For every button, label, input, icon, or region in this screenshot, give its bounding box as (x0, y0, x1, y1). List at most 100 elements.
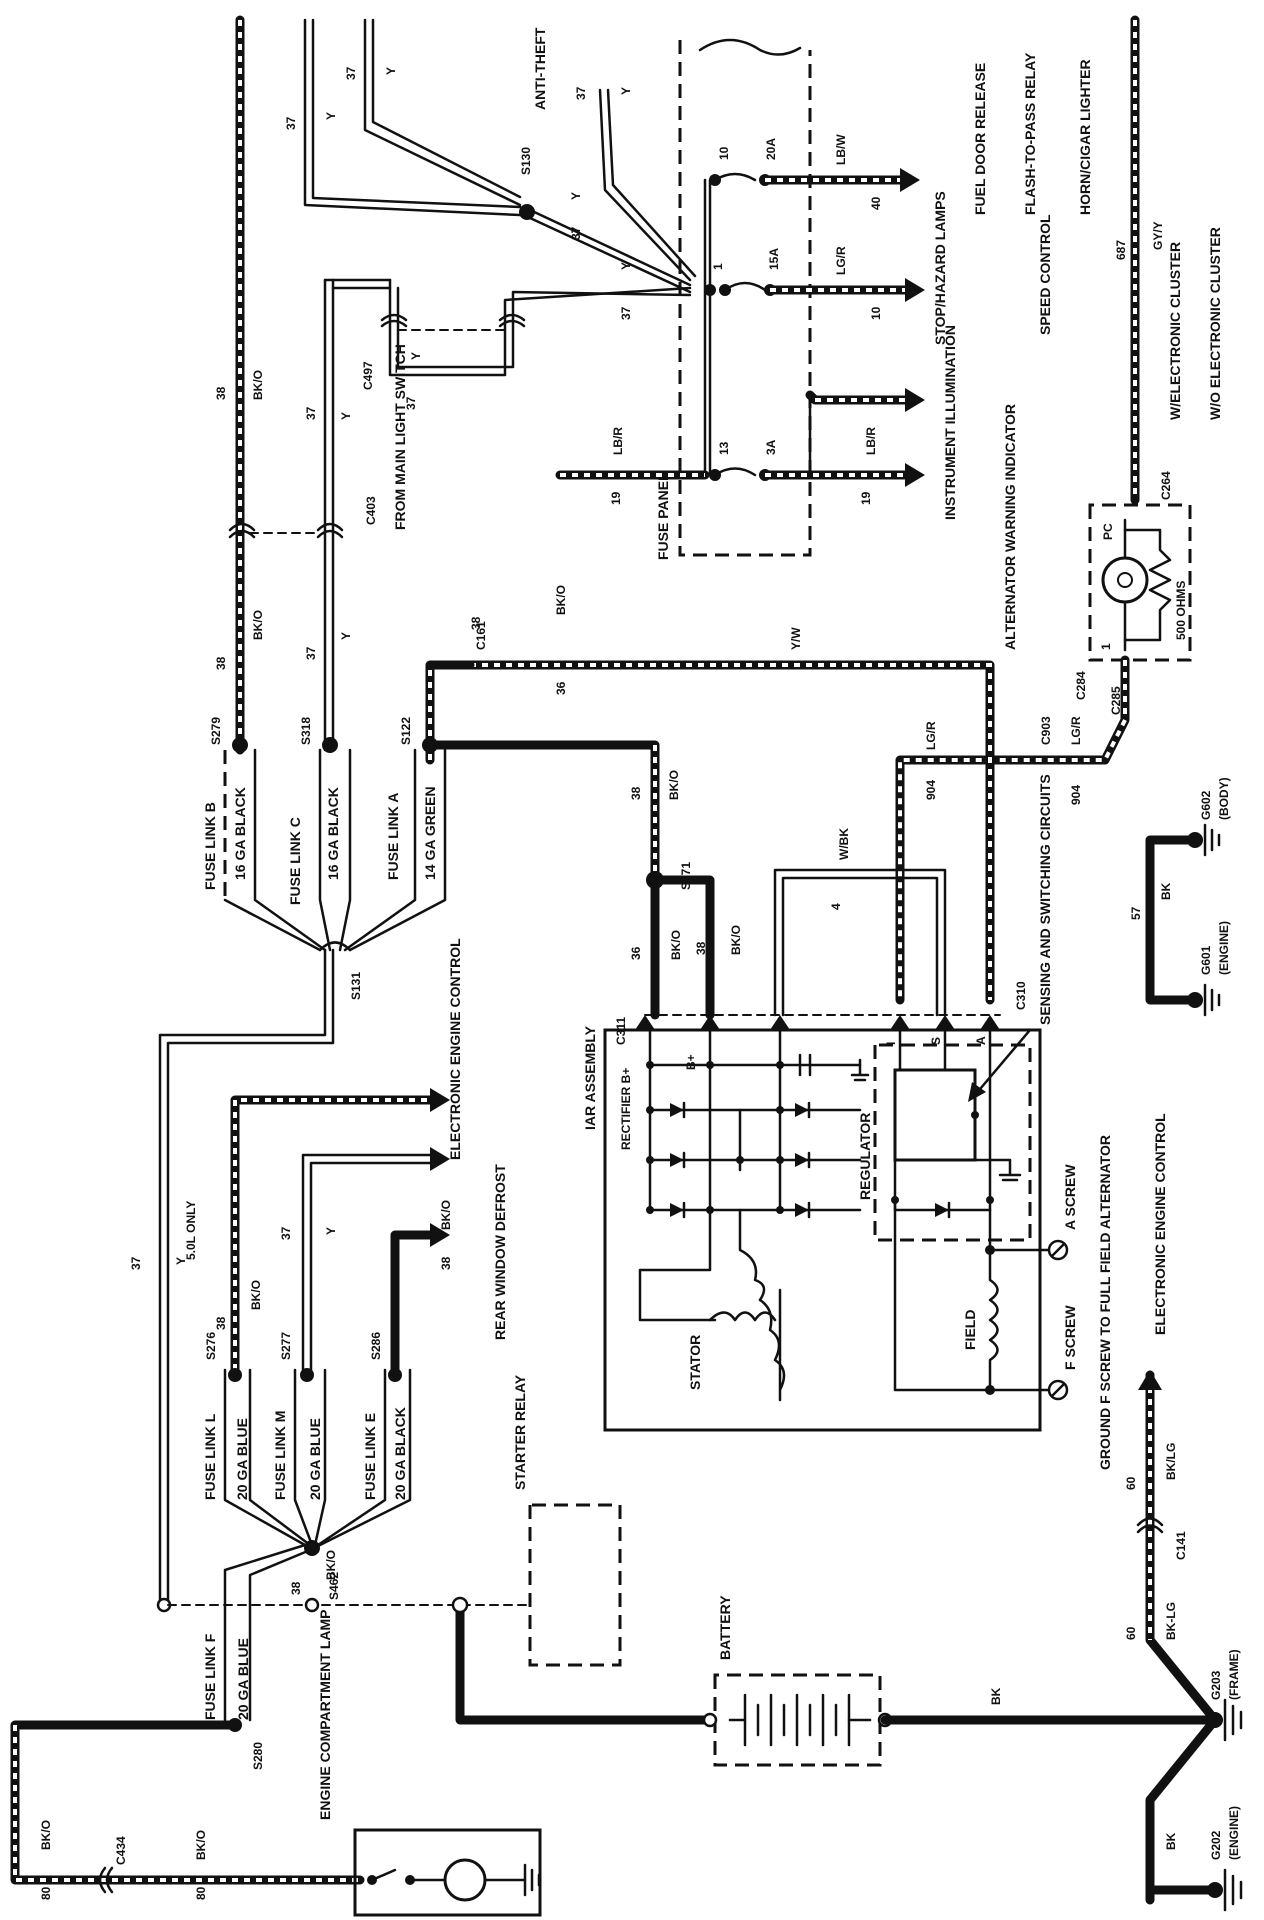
iar-title: IAR ASSEMBLY (582, 1025, 598, 1130)
svg-text:60: 60 (1124, 1476, 1138, 1490)
svg-text:36: 36 (629, 946, 643, 960)
svg-text:S318: S318 (299, 717, 313, 745)
svg-text:Y: Y (384, 67, 398, 75)
svg-text:Y/W: Y/W (789, 627, 803, 650)
svg-text:5.0L ONLY: 5.0L ONLY (184, 1201, 198, 1260)
wire-36-yw (465, 660, 995, 1005)
svg-text:B+: B+ (684, 1054, 698, 1070)
svg-text:19: 19 (859, 491, 873, 505)
label-eec-bottom: ELECTRONIC ENGINE CONTROL (1152, 1113, 1168, 1335)
wire-37-top-left (303, 18, 522, 217)
svg-text:R: R (509, 1716, 523, 1725)
svg-text:BK/O: BK/O (554, 585, 568, 615)
svg-text:37: 37 (279, 1226, 293, 1240)
svg-text:GROUND F SCREW TO FULL FIELD A: GROUND F SCREW TO FULL FIELD ALTERNATOR (1097, 1135, 1113, 1470)
svg-text:LG/R: LG/R (1069, 716, 1083, 745)
wire-80-bko (10, 1720, 365, 1885)
fuse-13-rating: 3A (764, 439, 778, 455)
svg-text:37: 37 (574, 86, 588, 100)
svg-text:Y: Y (339, 632, 353, 640)
svg-text:I: I (884, 1042, 898, 1045)
svg-text:904: 904 (1069, 785, 1083, 805)
svg-text:BK/O: BK/O (39, 1820, 53, 1850)
connector-c434-symbol (1136, 1517, 1164, 1534)
fuse-link-f (167, 1543, 531, 1722)
svg-text:FUSE LINK M: FUSE LINK M (272, 1411, 288, 1500)
label-flash-to-pass: FLASH-TO-PASS RELAY (1022, 52, 1038, 215)
label-horn-cigar: HORN/CIGAR LIGHTER (1077, 59, 1093, 215)
ground-g602-g601 (1145, 823, 1221, 1017)
ground-g203 (1207, 1698, 1243, 1742)
svg-text:38: 38 (214, 386, 228, 400)
svg-text:38: 38 (694, 941, 708, 955)
svg-text:1: 1 (1099, 643, 1113, 650)
svg-text:G601: G601 (1199, 945, 1213, 975)
svg-text:C284: C284 (1074, 671, 1088, 700)
svg-text:W/BK: W/BK (837, 828, 851, 860)
starter-relay (528, 1503, 622, 1667)
svg-text:G602: G602 (1199, 790, 1213, 820)
svg-text:37: 37 (404, 396, 418, 410)
svg-text:GY/Y: GY/Y (1151, 221, 1165, 250)
svg-text:38: 38 (439, 1256, 453, 1270)
svg-text:38: 38 (214, 656, 228, 670)
label-from-main-light-switch: FROM MAIN LIGHT SWITCH (392, 344, 408, 530)
wire-4-wbk (773, 868, 947, 1017)
svg-text:C264: C264 (1159, 471, 1173, 500)
svg-text:20 GA BLUE: 20 GA BLUE (234, 1418, 250, 1500)
label-engine-lamp: ENGINE COMPARTMENT LAMP (317, 1609, 333, 1820)
wire-38-eec (230, 1088, 450, 1375)
label-without-cluster: W/O ELECTRONIC CLUSTER (1207, 227, 1223, 420)
f-screw (1047, 1379, 1069, 1401)
svg-text:Y: Y (619, 262, 633, 270)
svg-text:(BODY): (BODY) (1217, 777, 1231, 820)
svg-text:37: 37 (304, 646, 318, 660)
svg-text:S122: S122 (399, 717, 413, 745)
wire-10-lgr (765, 278, 925, 302)
svg-text:FUSE LINK L: FUSE LINK L (202, 1413, 218, 1500)
label-anti-theft: ANTI-THEFT (532, 27, 548, 110)
svg-text:Y: Y (409, 352, 423, 360)
svg-text:BK/O: BK/O (439, 1200, 453, 1230)
fuse-links-bca (223, 748, 447, 952)
svg-text:BK/O: BK/O (667, 770, 681, 800)
svg-text:687: 687 (1114, 240, 1128, 260)
svg-text:(ENGINE): (ENGINE) (1227, 1806, 1241, 1860)
svg-text:19: 19 (609, 491, 623, 505)
svg-text:S277: S277 (279, 1332, 293, 1360)
sensing-arrow (973, 1028, 1032, 1097)
alternator-warning-indicator (1088, 503, 1192, 662)
svg-text:BK: BK (989, 1687, 1003, 1705)
svg-text:80: 80 (194, 1886, 208, 1900)
splice-s122 (422, 737, 438, 753)
battery (702, 1673, 893, 1767)
svg-text:BK/O: BK/O (249, 1280, 263, 1310)
svg-text:C311: C311 (614, 1017, 628, 1045)
svg-text:C310: C310 (1014, 981, 1028, 1010)
svg-text:BK/O: BK/O (251, 370, 265, 400)
svg-text:S276: S276 (204, 1332, 218, 1360)
wire-40-lbw (760, 168, 920, 192)
svg-text:REGULATOR: REGULATOR (857, 1113, 873, 1200)
svg-text:C497: C497 (361, 361, 375, 390)
wire-38-rear-defrost (390, 1223, 450, 1375)
svg-text:20 GA BLUE: 20 GA BLUE (235, 1638, 251, 1720)
svg-text:C403: C403 (364, 496, 378, 525)
label-sensing: SENSING AND SWITCHING CIRCUITS (1037, 774, 1053, 1025)
iar-assembly (603, 1014, 1052, 1432)
svg-text:38: 38 (214, 1316, 228, 1330)
fuse-links-lme (223, 1368, 412, 1547)
label-with-cluster: W/ELECTRONIC CLUSTER (1167, 242, 1183, 420)
svg-text:60: 60 (1124, 1626, 1138, 1640)
svg-text:BK/LG: BK/LG (1164, 1443, 1178, 1480)
label-speed-control: SPEED CONTROL (1037, 214, 1053, 335)
svg-text:38: 38 (469, 616, 483, 630)
svg-text:FIELD: FIELD (962, 1310, 978, 1350)
svg-text:Y: Y (324, 1227, 338, 1235)
svg-text:37: 37 (619, 306, 633, 320)
svg-text:80: 80 (39, 1886, 53, 1900)
wire-904-lgr (895, 655, 1130, 1005)
svg-text:C903: C903 (1039, 716, 1053, 745)
splice-s130 (519, 204, 535, 220)
